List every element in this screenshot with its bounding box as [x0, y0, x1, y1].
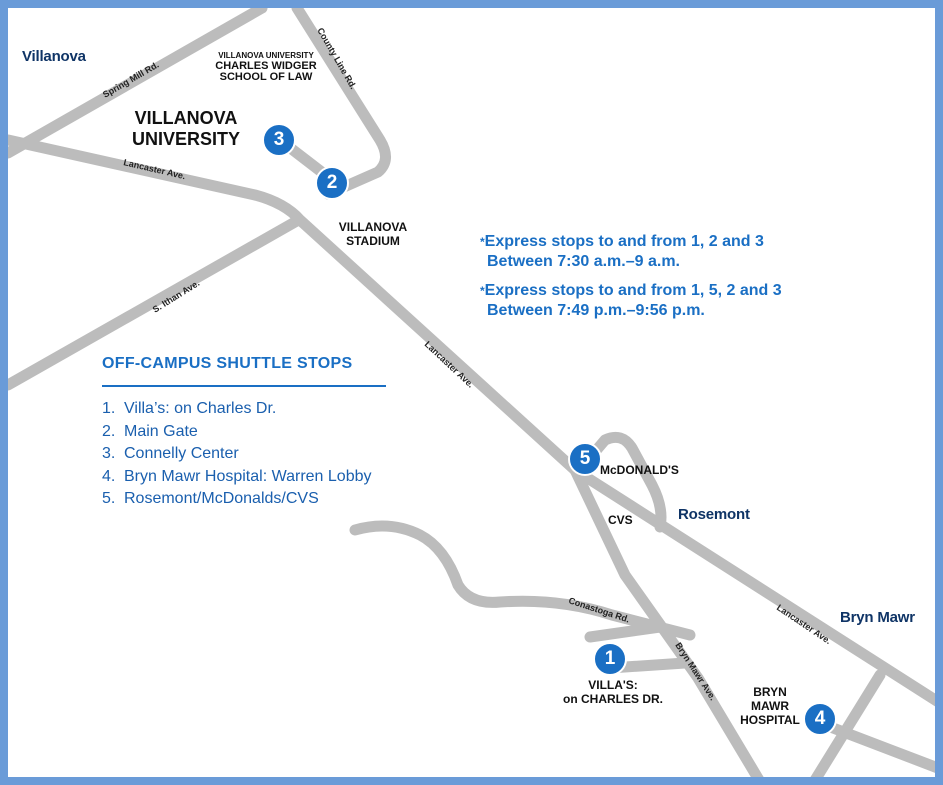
road-spring-mill: [8, 8, 268, 159]
express-note-morning-text1: Express stops to and from 1, 2 and 3: [484, 233, 764, 250]
legend-item-3-label: Connelly Center: [124, 445, 239, 462]
legend-list: 1. Villa’s: on Charles Dr. 2. Main Gate 3.…: [102, 398, 372, 511]
landmark-cvs: CVS: [608, 513, 633, 527]
law-school-line3: SCHOOL OF LAW: [219, 71, 313, 83]
legend-divider: [102, 385, 386, 387]
hospital-line2: MAWR: [751, 699, 789, 713]
express-note-evening-line2: Between 7:49 p.m.–9:56 p.m.: [487, 302, 705, 319]
stop-marker-1[interactable]: 1: [593, 642, 627, 676]
legend-item-5-num: 5.: [102, 490, 116, 507]
road-conestoga: [349, 520, 696, 641]
express-note-evening: *Express stops to and from 1, 5, 2 and 3…: [480, 281, 782, 321]
stadium-line1: VILLANOVA: [338, 220, 408, 234]
place-villanova: Villanova: [22, 48, 86, 65]
legend-item-1-num: 1.: [102, 400, 116, 417]
university-line2: UNIVERSITY: [131, 129, 241, 149]
law-school-line1: VILLANOVA UNIVERSITY: [218, 51, 314, 60]
stop-marker-3[interactable]: 3: [262, 123, 296, 157]
road-county-line: [291, 8, 391, 200]
place-bryn-mawr: Bryn Mawr: [840, 609, 915, 626]
landmark-bryn-mawr-hospital: BRYN MAWR HOSPITAL: [730, 685, 810, 727]
law-school-line2: CHARLES WIDGER: [215, 60, 317, 72]
express-note-evening-text1: Express stops to and from 1, 5, 2 and 3: [484, 282, 782, 299]
villas-line1: VILLA'S:: [588, 678, 638, 692]
legend-item-5: 5. Rosemont/McDonalds/CVS: [102, 488, 372, 511]
legend-item-4-label: Bryn Mawr Hospital: Warren Lobby: [124, 467, 372, 485]
landmark-law-school: VILLANOVA UNIVERSITY CHARLES WIDGER SCHO…: [196, 50, 336, 83]
road-hospital-horizontal: [814, 717, 935, 773]
road-mcdonalds-loop: [582, 431, 667, 533]
label-lancaster-2: Lancaster Ave.: [423, 339, 476, 390]
legend-item-2-label: Main Gate: [124, 422, 198, 440]
legend-item-4-num: 4.: [102, 467, 116, 485]
place-rosemont: Rosemont: [678, 506, 750, 523]
landmark-villanova-stadium: VILLANOVA STADIUM: [318, 220, 428, 248]
legend-item-4: 4. Bryn Mawr Hospital: Warren Lobby: [102, 466, 372, 489]
villas-line2: on CHARLES DR.: [563, 692, 663, 706]
legend-item-1: 1. Villa’s: on Charles Dr.: [102, 398, 372, 421]
legend-title: OFF-CAMPUS SHUTTLE STOPS: [102, 355, 353, 372]
express-note-evening-star: *: [480, 284, 485, 298]
label-spring-mill: Spring Mill Rd.: [101, 60, 161, 100]
stadium-line2: STADIUM: [346, 234, 400, 248]
legend-item-1-label: Villa’s: on Charles Dr.: [124, 400, 277, 417]
legend-item-2-num: 2.: [102, 422, 116, 440]
legend-item-3: 3. Connelly Center: [102, 443, 372, 466]
legend-item-2: 2. Main Gate: [102, 421, 372, 444]
express-note-morning-line1: *Express stops to and from 1, 2 and 3: [480, 232, 764, 252]
landmark-mcdonalds: McDONALD'S: [600, 463, 679, 477]
express-note-morning: *Express stops to and from 1, 2 and 3 Be…: [480, 232, 764, 272]
landmark-villanova-university: VILLANOVA UNIVERSITY: [111, 108, 261, 150]
stop-marker-5[interactable]: 5: [568, 442, 602, 476]
road-villas-top: [584, 621, 666, 643]
legend-item-3-num: 3.: [102, 445, 116, 462]
express-note-evening-line1: *Express stops to and from 1, 5, 2 and 3: [480, 281, 782, 301]
legend-item-5-label: Rosemont/McDonalds/CVS: [124, 490, 319, 507]
express-note-morning-star: *: [480, 235, 485, 249]
hospital-line3: HOSPITAL: [740, 713, 800, 727]
hospital-line1: BRYN: [753, 685, 787, 699]
road-ithan: [8, 216, 301, 391]
stop-marker-4[interactable]: 4: [803, 702, 837, 736]
landmark-villas: VILLA'S: on CHARLES DR.: [548, 678, 678, 706]
label-bryn-mawr-ave: Bryn Mawr Ave.: [673, 641, 718, 703]
university-line1: VILLANOVA: [134, 108, 238, 128]
express-note-morning-line2: Between 7:30 a.m.–9 a.m.: [487, 253, 680, 270]
stop-marker-2[interactable]: 2: [315, 166, 349, 200]
